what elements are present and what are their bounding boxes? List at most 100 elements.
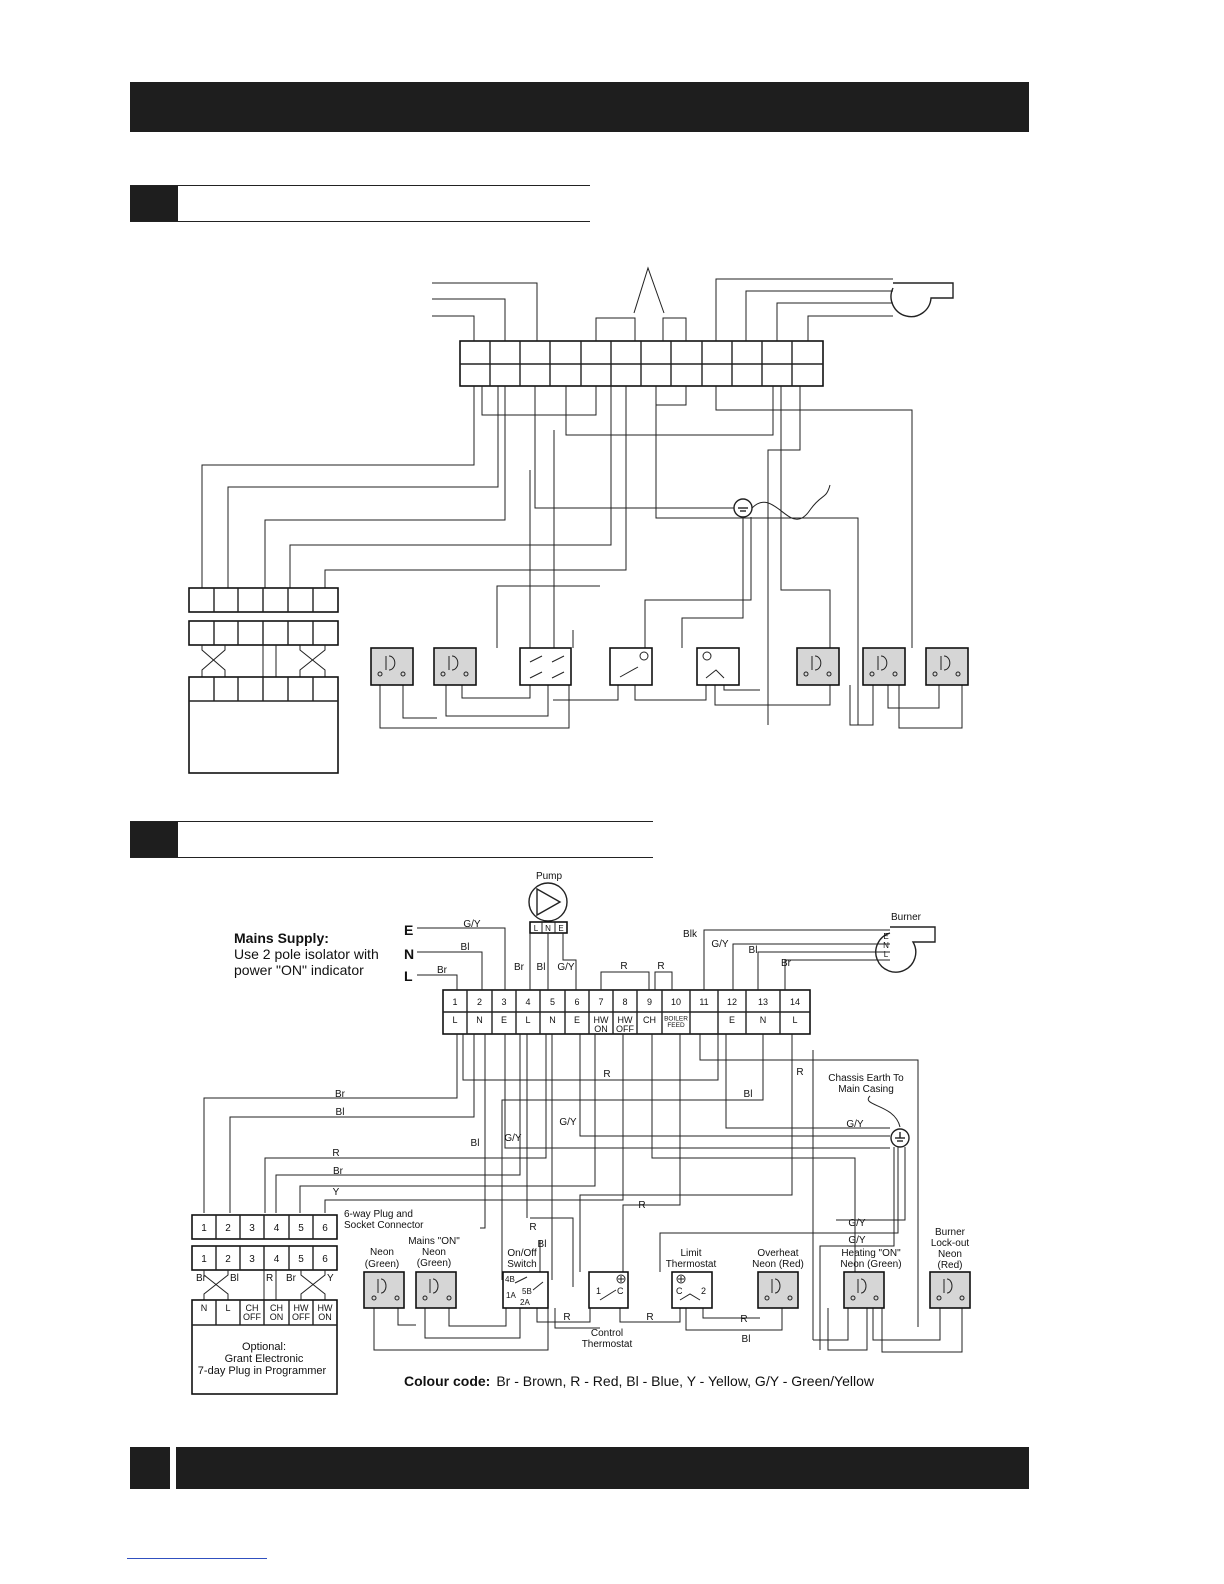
programmer-terminal-1: CH <box>270 1303 283 1313</box>
programmer-terminal-2: ON <box>270 1312 284 1322</box>
wire-label-bl-mid: Bl <box>471 1138 480 1149</box>
wire-label-bl-bottom: Bl <box>742 1334 751 1345</box>
colour-code-text: Br - Brown, R - Red, Bl - Blue, Y - Yell… <box>496 1373 875 1389</box>
lockout-label-1: Burner <box>935 1227 966 1238</box>
terminal-function: CH <box>643 1015 656 1025</box>
terminal-number: 4 <box>525 997 530 1007</box>
terminal-function: N <box>476 1015 483 1025</box>
colour-code: Colour code: Br - Brown, R - Red, Bl - Bl… <box>404 1373 875 1389</box>
heating-on-label-2: Neon (Green) <box>840 1259 901 1270</box>
programmer-terminal-2: OFF <box>292 1312 310 1322</box>
wire-label-gy-e: G/Y <box>463 919 481 930</box>
control-thermostat-label-1: Control <box>591 1328 623 1339</box>
footer-bar <box>176 1447 1029 1489</box>
terminal-number: 8 <box>622 997 627 1007</box>
limit-contact-c: C <box>676 1286 683 1296</box>
plug-number: 6 <box>322 1223 328 1234</box>
plug-label-line1: 6-way Plug and <box>344 1209 413 1220</box>
socket-number: 3 <box>249 1254 255 1265</box>
ladder-plug-connector <box>188 587 339 774</box>
terminal-function-2: ON <box>594 1024 608 1034</box>
terminal-number: 11 <box>699 997 708 1007</box>
header-bar <box>130 82 1029 132</box>
mains-on-neon <box>415 1271 457 1309</box>
lockout-label-3: Neon <box>938 1249 962 1260</box>
socket-number: 4 <box>274 1254 280 1265</box>
mains-l: L <box>404 968 413 984</box>
mains-neon-label-2: Neon <box>422 1247 446 1258</box>
plug-number: 4 <box>274 1223 280 1234</box>
wire-label-r-switch: R <box>529 1222 536 1233</box>
cross-label-bl: Bl <box>230 1273 239 1284</box>
wire-label-r-bottom1: R <box>563 1312 570 1323</box>
wire-label-r-right: R <box>796 1067 803 1078</box>
terminal-number: 14 <box>790 997 800 1007</box>
mains-line2: power "ON" indicator <box>234 962 364 978</box>
pump-terminal-e: E <box>558 924 563 933</box>
ladder-supply-wires <box>432 266 893 341</box>
wire-label-r-upper: R <box>603 1069 610 1080</box>
plug-label-line2: Socket Connector <box>344 1220 424 1231</box>
terminal-number: 10 <box>671 997 681 1007</box>
cross-label-br-2: Br <box>286 1273 297 1284</box>
programmer-line3: 7-day Plug in Programmer <box>198 1365 327 1377</box>
pump-icon <box>528 882 568 922</box>
terminal-number: 6 <box>574 997 579 1007</box>
wire-label-y-5: Y <box>333 1187 340 1198</box>
heating-on-neon <box>843 1271 885 1309</box>
wire-label-r-3: R <box>332 1148 339 1159</box>
terminal-number: 3 <box>501 997 506 1007</box>
wire-label-gy-pump: G/Y <box>557 962 575 973</box>
supply-wiring <box>417 927 890 990</box>
terminal-function-2: FEED <box>667 1022 685 1029</box>
lockout-label-2: Lock-out <box>931 1238 970 1249</box>
control-contact-c: C <box>617 1286 624 1296</box>
programmer-terminal: L <box>225 1303 230 1313</box>
overheat-label-1: Overheat <box>757 1248 798 1259</box>
terminal-function-1: HW <box>594 1015 609 1025</box>
switch-label-2: Switch <box>507 1259 536 1270</box>
wire-label-br-4: Br <box>333 1166 344 1177</box>
plug-number: 1 <box>201 1223 207 1234</box>
plug-number: 3 <box>249 1223 255 1234</box>
limit-thermostat-label-1: Limit <box>680 1248 701 1259</box>
wire-label-gy-left: G/Y <box>504 1133 522 1144</box>
pump-label: Pump <box>536 871 563 882</box>
limit-thermostat-label-2: Thermostat <box>666 1259 717 1270</box>
wire-label-bl-2: Bl <box>336 1107 345 1118</box>
neon-green <box>363 1271 405 1309</box>
chassis-earth-icon <box>890 1128 910 1148</box>
neon-label-2: (Green) <box>365 1259 399 1270</box>
terminal-function-1: BOILER <box>664 1016 688 1023</box>
terminal-dividers <box>466 990 781 1034</box>
switch-contact-1a: 1A <box>506 1291 516 1300</box>
wire-label-gy-limit1: G/Y <box>848 1218 866 1229</box>
wire-label-bl-n: Bl <box>461 942 470 953</box>
internal-wiring <box>203 1034 963 1353</box>
wire-label-bl-switch: Bl <box>538 1239 547 1250</box>
pump-terminal-l: L <box>534 924 539 933</box>
terminal-function: L <box>452 1015 457 1025</box>
section-rule-2-top <box>130 821 653 822</box>
wire-label-gy-burner: G/Y <box>711 939 729 950</box>
cross-label-y: Y <box>327 1273 334 1284</box>
wire-label-br-pump: Br <box>514 962 525 973</box>
wire-label-gy-mid: G/Y <box>559 1117 577 1128</box>
colour-code-label: Colour code: <box>404 1373 490 1389</box>
burner-terminal-e: E <box>883 932 888 941</box>
wire-label-r-910: R <box>657 961 664 972</box>
switch-label-1: On/Off <box>507 1248 536 1259</box>
terminal-number: 13 <box>758 997 768 1007</box>
wire-label-br-1: Br <box>335 1089 346 1100</box>
wire-label-r-ctrl: R <box>638 1200 645 1211</box>
plug-number: 2 <box>225 1223 231 1234</box>
mains-line1: Use 2 pole isolator with <box>234 946 379 962</box>
mains-n: N <box>404 946 414 962</box>
lockout-label-4: (Red) <box>937 1260 962 1271</box>
